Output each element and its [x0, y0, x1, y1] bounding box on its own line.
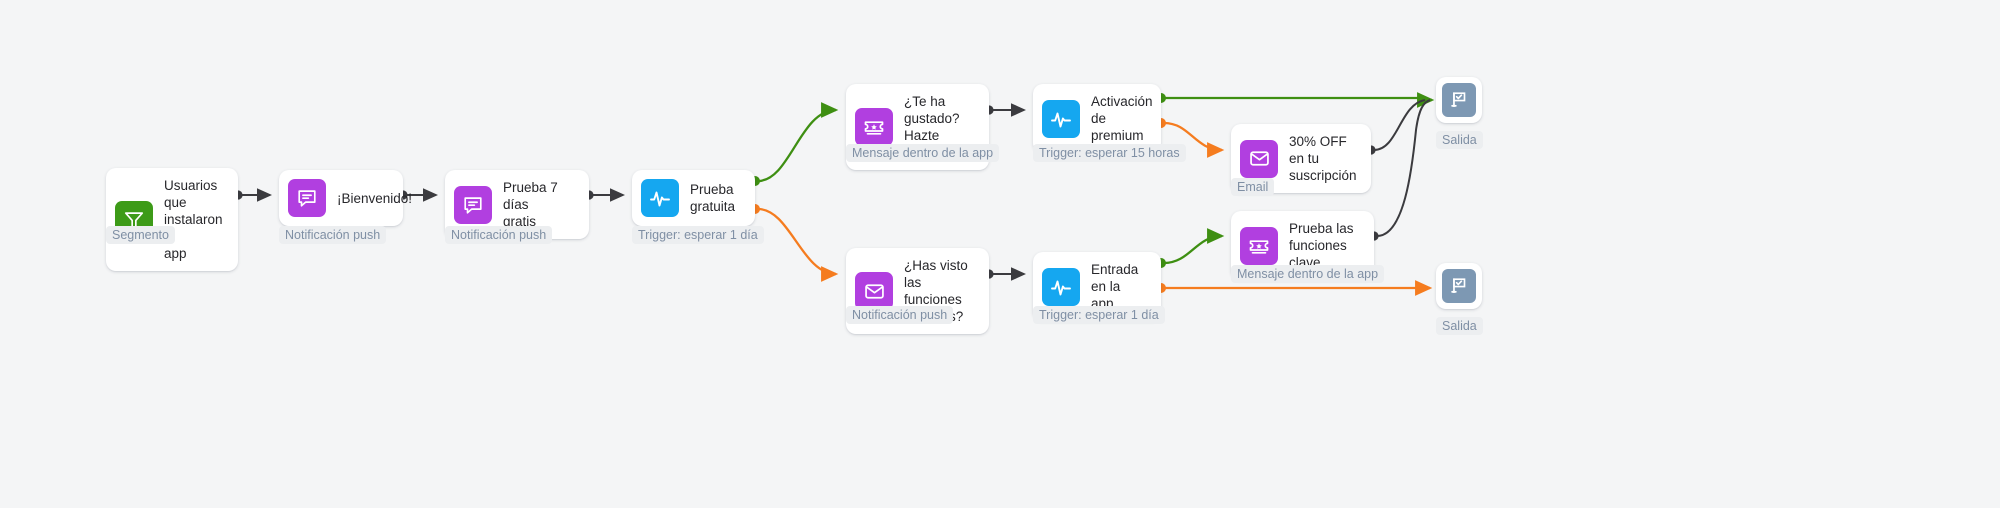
node-title: ¡Bienvenido! [337, 190, 413, 206]
node-segmento[interactable]: Usuarios que instalaron la app [106, 168, 238, 271]
node-prueba-gratuita[interactable]: Prueba gratuita [632, 170, 755, 226]
push-message-icon [288, 179, 326, 217]
caption-segmento: Segmento [106, 226, 175, 244]
caption-salida-top: Salida [1436, 131, 1483, 149]
edge-entrada-salida-no [1156, 280, 1433, 296]
edge-prueba7-pruebagratuita [584, 188, 625, 202]
in-app-ticket-icon [1240, 226, 1278, 265]
node-title: Entrada en la app [1091, 262, 1139, 311]
edge-premium-activacion [984, 103, 1026, 117]
caption-has-visto-funciones: Notificación push [846, 306, 954, 324]
email-envelope-icon [855, 272, 893, 310]
node-title: 30% OFF en tu suscripción [1289, 134, 1357, 183]
node-title: Usuarios que instalaron la app [164, 178, 223, 261]
node-salida-top[interactable] [1436, 77, 1482, 123]
edge-email-salida [1366, 99, 1426, 155]
node-salida-bottom[interactable] [1436, 263, 1482, 309]
caption-descuento-email: Email [1231, 178, 1275, 196]
email-envelope-icon [1240, 139, 1278, 178]
caption-salida-bottom: Salida [1436, 317, 1483, 335]
node-title: Prueba las funciones clave [1289, 221, 1354, 270]
caption-entrada-app: Trigger: esperar 1 día [1033, 306, 1165, 324]
edge-funciones-entrada [984, 267, 1026, 281]
trigger-pulse-icon [641, 179, 679, 217]
node-title: Prueba 7 días gratis [503, 180, 558, 229]
edge-entrada-funcionesclave-yes [1156, 228, 1225, 268]
push-message-icon [454, 185, 492, 224]
caption-prueba-gratuita: Trigger: esperar 1 día [632, 226, 764, 244]
edge-activacion-salida-yes [1156, 92, 1435, 108]
node-bienvenido[interactable]: ¡Bienvenido! [279, 170, 412, 226]
exit-flag-icon [1442, 269, 1476, 303]
in-app-ticket-icon [855, 108, 893, 146]
node-title: Activación de premium [1091, 94, 1153, 143]
node-title: Prueba gratuita [690, 182, 736, 214]
trigger-pulse-icon [1042, 99, 1080, 138]
edge-segmento-bienvenido [233, 188, 272, 202]
caption-activacion-premium: Trigger: esperar 15 horas [1033, 144, 1186, 162]
caption-te-ha-gustado: Mensaje dentro de la app [846, 144, 1000, 162]
edge-funcionesclave-salida [1369, 99, 1431, 241]
caption-bienvenido: Notificación push [279, 226, 387, 244]
node-activacion-premium[interactable]: Activación de premium [1033, 84, 1161, 153]
caption-prueba-7-dias: Notificación push [445, 226, 553, 244]
caption-funciones-clave: Mensaje dentro de la app [1231, 265, 1385, 283]
trigger-pulse-icon [1042, 267, 1080, 306]
exit-flag-icon [1442, 83, 1476, 117]
edge-pruebagratuita-premium-yes [750, 102, 839, 186]
